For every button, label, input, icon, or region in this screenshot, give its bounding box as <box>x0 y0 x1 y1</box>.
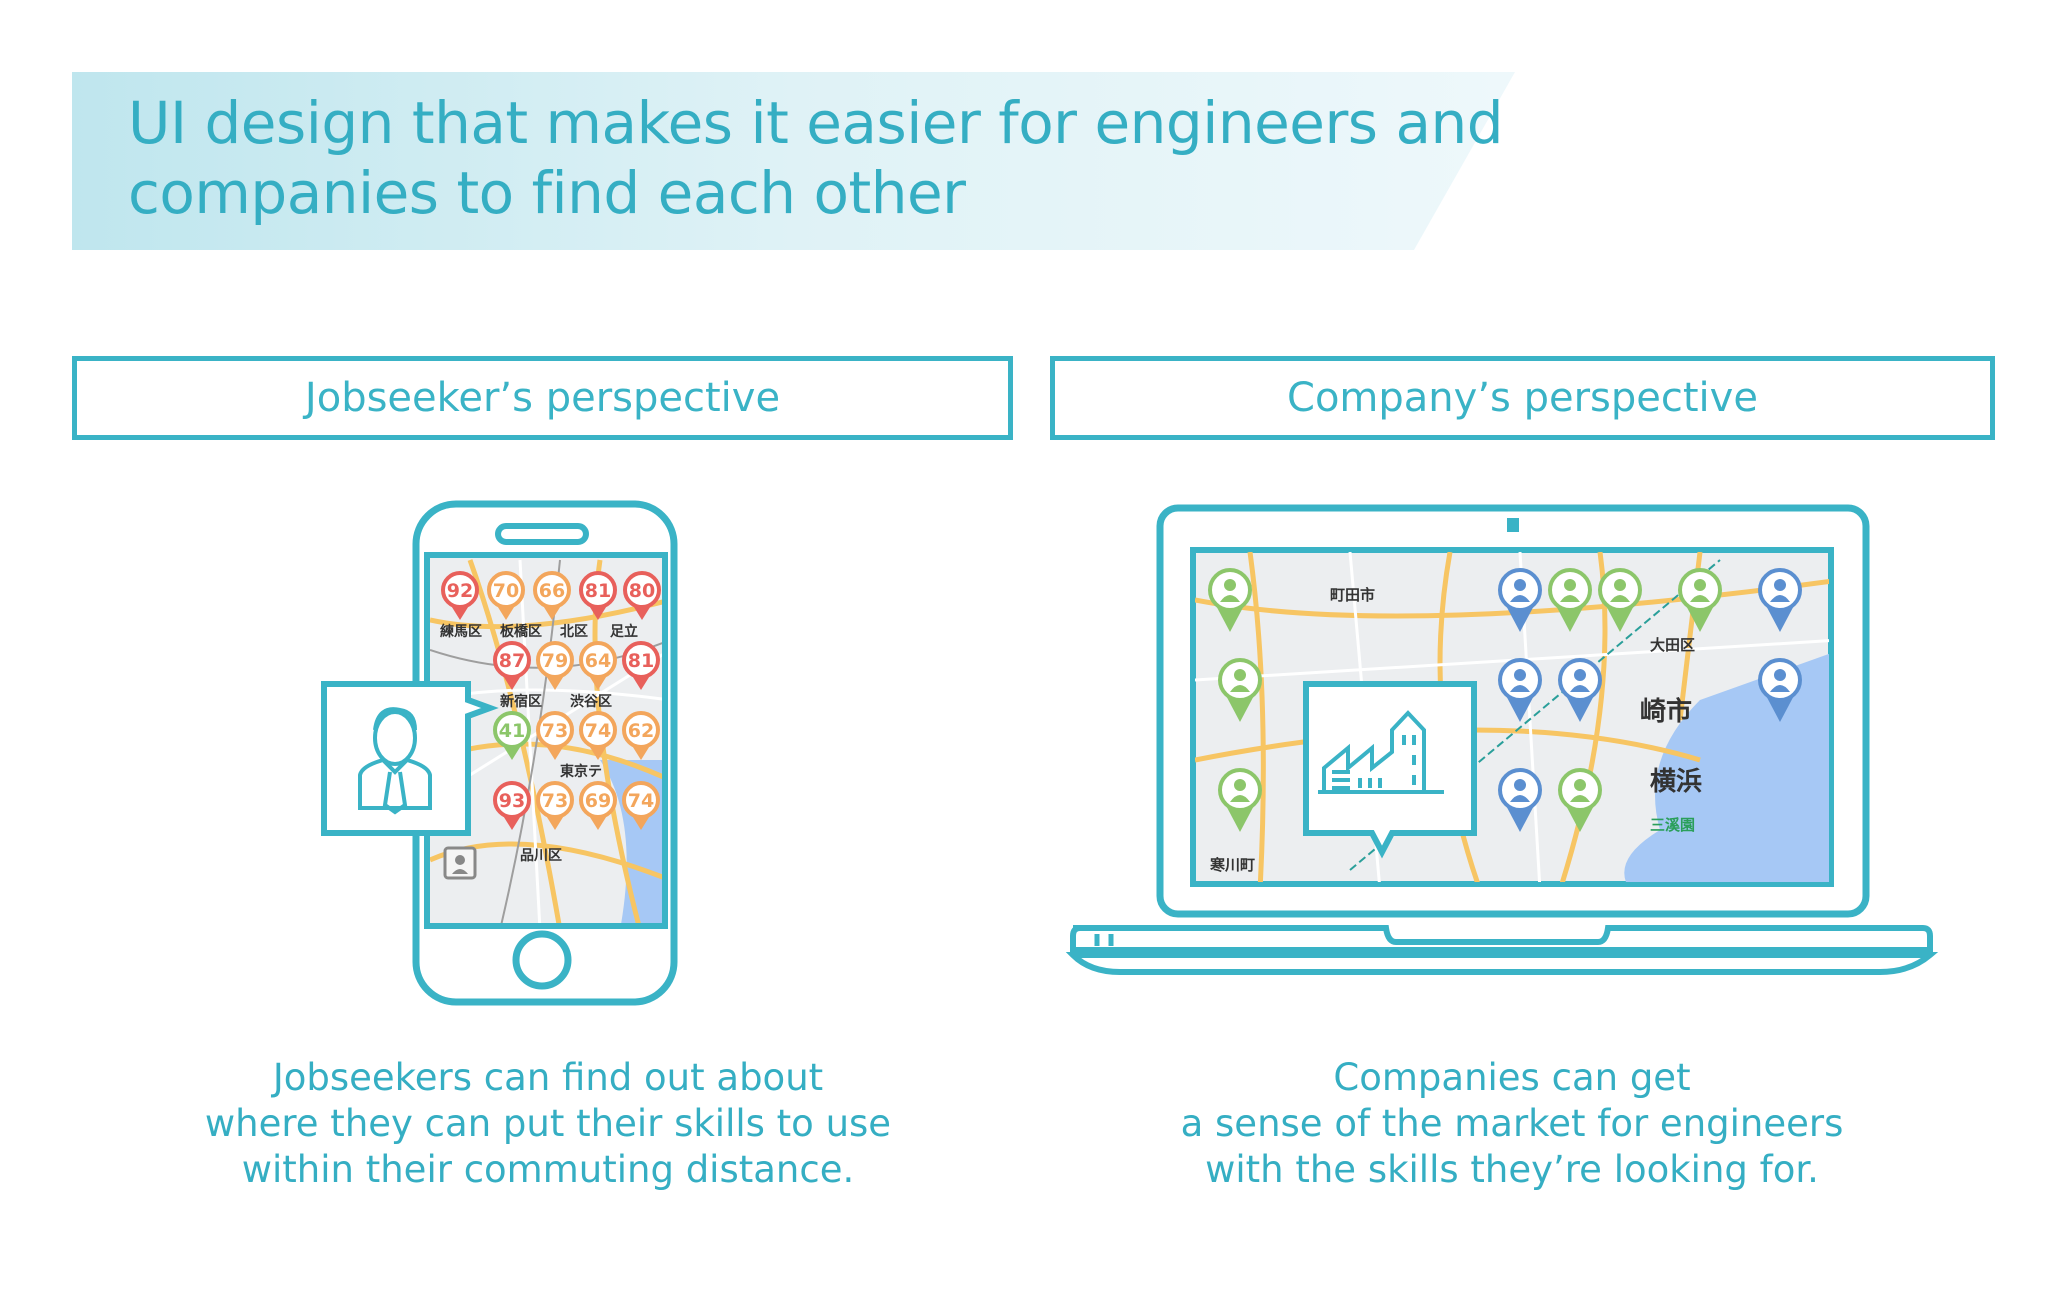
map-label: 大田区 <box>1650 636 1695 654</box>
engineer-pin[interactable] <box>1498 768 1542 832</box>
svg-text:70: 70 <box>493 580 519 602</box>
engineer-pin[interactable] <box>1498 568 1542 632</box>
map-label: 寒川町 <box>1210 856 1255 874</box>
score-pin[interactable]: 74 <box>622 781 660 830</box>
score-pin[interactable]: 73 <box>536 711 574 760</box>
score-pin[interactable]: 66 <box>533 571 571 620</box>
smartphone-illustration: 92 70 66 81 80 87 79 64 81 41 73 74 62 93 73 69 74 足立 板橋区… <box>321 500 678 1006</box>
user-location-marker[interactable] <box>443 846 477 880</box>
person-icon <box>358 707 432 815</box>
score-pin[interactable]: 62 <box>622 711 660 760</box>
engineer-pin[interactable] <box>1758 658 1802 722</box>
engineer-pin[interactable] <box>1558 768 1602 832</box>
score-pin[interactable]: 92 <box>441 571 479 620</box>
map-label: 町田市 <box>1330 586 1375 604</box>
engineer-pin[interactable] <box>1218 658 1262 722</box>
svg-text:62: 62 <box>628 720 654 742</box>
factory-icon <box>1318 710 1444 794</box>
score-pin[interactable]: 70 <box>487 571 525 620</box>
score-pin[interactable]: 81 <box>622 641 660 690</box>
map-label: 渋谷区 <box>570 693 612 710</box>
map-label: 東京テ <box>560 763 602 780</box>
svg-text:73: 73 <box>542 790 568 812</box>
header-banner <box>72 72 1515 250</box>
page-title: UI design that makes it easier for engin… <box>128 89 1504 227</box>
map-label: 崎市 <box>1640 696 1692 727</box>
company-speech-bubble <box>1303 681 1477 859</box>
map-label: 新宿区 <box>500 693 542 710</box>
phone-map[interactable]: 92 70 66 81 80 87 79 64 81 41 73 74 62 93 73 69 74 足立 板橋区… <box>430 559 670 930</box>
score-pin[interactable]: 73 <box>536 781 574 830</box>
score-pin[interactable]: 81 <box>579 571 617 620</box>
engineer-pin[interactable] <box>1498 658 1542 722</box>
map-label: 板橋区 <box>500 623 542 640</box>
svg-text:73: 73 <box>542 720 568 742</box>
svg-text:69: 69 <box>585 790 611 812</box>
svg-text:92: 92 <box>447 580 473 602</box>
svg-text:74: 74 <box>585 720 611 742</box>
score-pin[interactable]: 74 <box>579 711 617 760</box>
engineer-pin[interactable] <box>1218 768 1262 832</box>
engineer-pin[interactable] <box>1758 568 1802 632</box>
company-perspective-label: Company’s perspective <box>1050 356 1995 440</box>
svg-text:66: 66 <box>539 580 565 602</box>
score-pin[interactable]: 87 <box>493 641 531 690</box>
engineer-pin[interactable] <box>1548 568 1592 632</box>
engineer-pin[interactable] <box>1208 568 1252 632</box>
svg-text:41: 41 <box>499 720 525 742</box>
svg-text:79: 79 <box>542 650 568 672</box>
map-label: 品川区 <box>520 848 562 864</box>
score-pin[interactable]: 93 <box>493 781 531 830</box>
engineer-pin[interactable] <box>1558 658 1602 722</box>
score-pin[interactable]: 41 <box>493 711 531 760</box>
map-label: 横浜 <box>1650 767 1702 797</box>
jobseeker-perspective-label: Jobseeker’s perspective <box>72 356 1013 440</box>
svg-text:81: 81 <box>585 580 611 602</box>
svg-text:93: 93 <box>499 790 525 812</box>
svg-text:87: 87 <box>499 650 525 672</box>
map-label: 練馬区 <box>440 623 482 640</box>
score-pin[interactable]: 69 <box>579 781 617 830</box>
jobseeker-speech-bubble <box>321 681 499 836</box>
engineer-pin[interactable] <box>1678 568 1722 632</box>
svg-text:80: 80 <box>629 580 655 602</box>
engineer-pin[interactable] <box>1598 568 1642 632</box>
svg-text:64: 64 <box>585 650 611 672</box>
map-label: 北区 <box>560 624 588 640</box>
score-pin[interactable]: 64 <box>579 641 617 690</box>
map-label: 足立 <box>610 623 638 640</box>
score-pin[interactable]: 79 <box>536 641 574 690</box>
map-label: 三溪園 <box>1650 816 1695 834</box>
score-pin[interactable]: 80 <box>623 571 661 620</box>
svg-text:81: 81 <box>628 650 654 672</box>
svg-text:74: 74 <box>628 790 654 812</box>
